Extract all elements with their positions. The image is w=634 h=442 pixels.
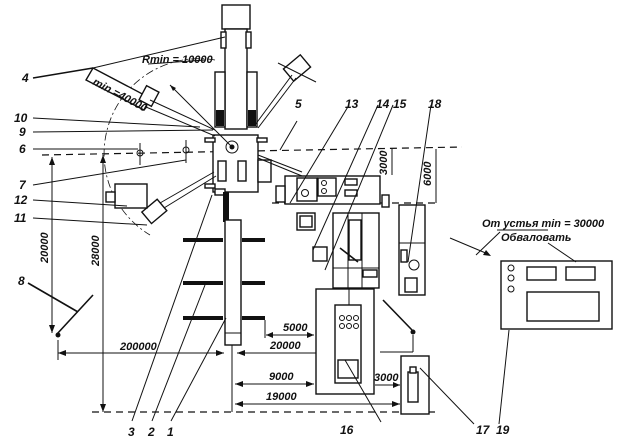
callout-19: 19 bbox=[496, 423, 510, 437]
unit-17 bbox=[400, 355, 430, 415]
dim-28000-vertical: 28000 bbox=[90, 235, 102, 267]
callout-7: 7 bbox=[19, 178, 27, 192]
callout-3: 3 bbox=[128, 425, 135, 439]
dim-5000: 5000 bbox=[283, 322, 308, 334]
callout-8: 8 bbox=[18, 274, 25, 288]
pump-block bbox=[257, 154, 381, 231]
callout-15: 15 bbox=[393, 97, 407, 111]
callout-10: 10 bbox=[14, 111, 28, 125]
flare-line: min =40000 bbox=[85, 67, 216, 137]
callout-18: 18 bbox=[428, 97, 442, 111]
callout-4: 4 bbox=[21, 71, 29, 85]
light-post-6 bbox=[136, 143, 144, 165]
callout-13: 13 bbox=[345, 97, 359, 111]
callout-5: 5 bbox=[295, 97, 302, 111]
callout-9: 9 bbox=[19, 125, 26, 139]
callout-16: 16 bbox=[340, 423, 354, 437]
dim-3000-horizontal: 3000 bbox=[374, 372, 399, 384]
wellhead-rotor bbox=[225, 140, 239, 154]
generator-unit bbox=[114, 183, 148, 209]
rig-substructure bbox=[204, 134, 272, 346]
dim-200000: 200000 bbox=[119, 341, 158, 353]
dim-9000: 9000 bbox=[269, 371, 294, 383]
floodlight-lower-left bbox=[140, 198, 168, 225]
radius-label: Rmin = 10000 bbox=[142, 54, 214, 66]
flare-point-8 bbox=[56, 294, 94, 335]
tank-block bbox=[312, 194, 390, 289]
callout-2: 2 bbox=[147, 425, 155, 439]
control-panel-19 bbox=[500, 260, 613, 330]
crown-block bbox=[221, 4, 251, 30]
catwalk bbox=[224, 219, 242, 346]
mast-body bbox=[224, 28, 248, 130]
callout-12: 12 bbox=[14, 193, 28, 207]
floodlight-top-right bbox=[282, 53, 312, 83]
unit-16 bbox=[315, 288, 375, 395]
derrick-mast bbox=[214, 4, 258, 130]
callout-17: 17 bbox=[476, 423, 491, 437]
unit-18 bbox=[398, 204, 426, 296]
dim-19000: 19000 bbox=[266, 391, 297, 403]
callout-14: 14 bbox=[376, 97, 390, 111]
dim-20000-vertical: 20000 bbox=[39, 232, 51, 264]
min-radius-arc bbox=[103, 58, 216, 236]
callout-6: 6 bbox=[19, 142, 26, 156]
dim-20000: 20000 bbox=[269, 340, 301, 352]
dim-6000-vertical: 6000 bbox=[422, 161, 434, 186]
light-post-7 bbox=[182, 140, 190, 163]
berm-note: Обваловать bbox=[501, 232, 571, 244]
wellhead-distance-label: От устья min = 30000 bbox=[482, 218, 605, 230]
callout-1: 1 bbox=[167, 425, 174, 439]
dim-3000-vertical: 3000 bbox=[378, 150, 390, 175]
callout-11: 11 bbox=[14, 211, 27, 225]
